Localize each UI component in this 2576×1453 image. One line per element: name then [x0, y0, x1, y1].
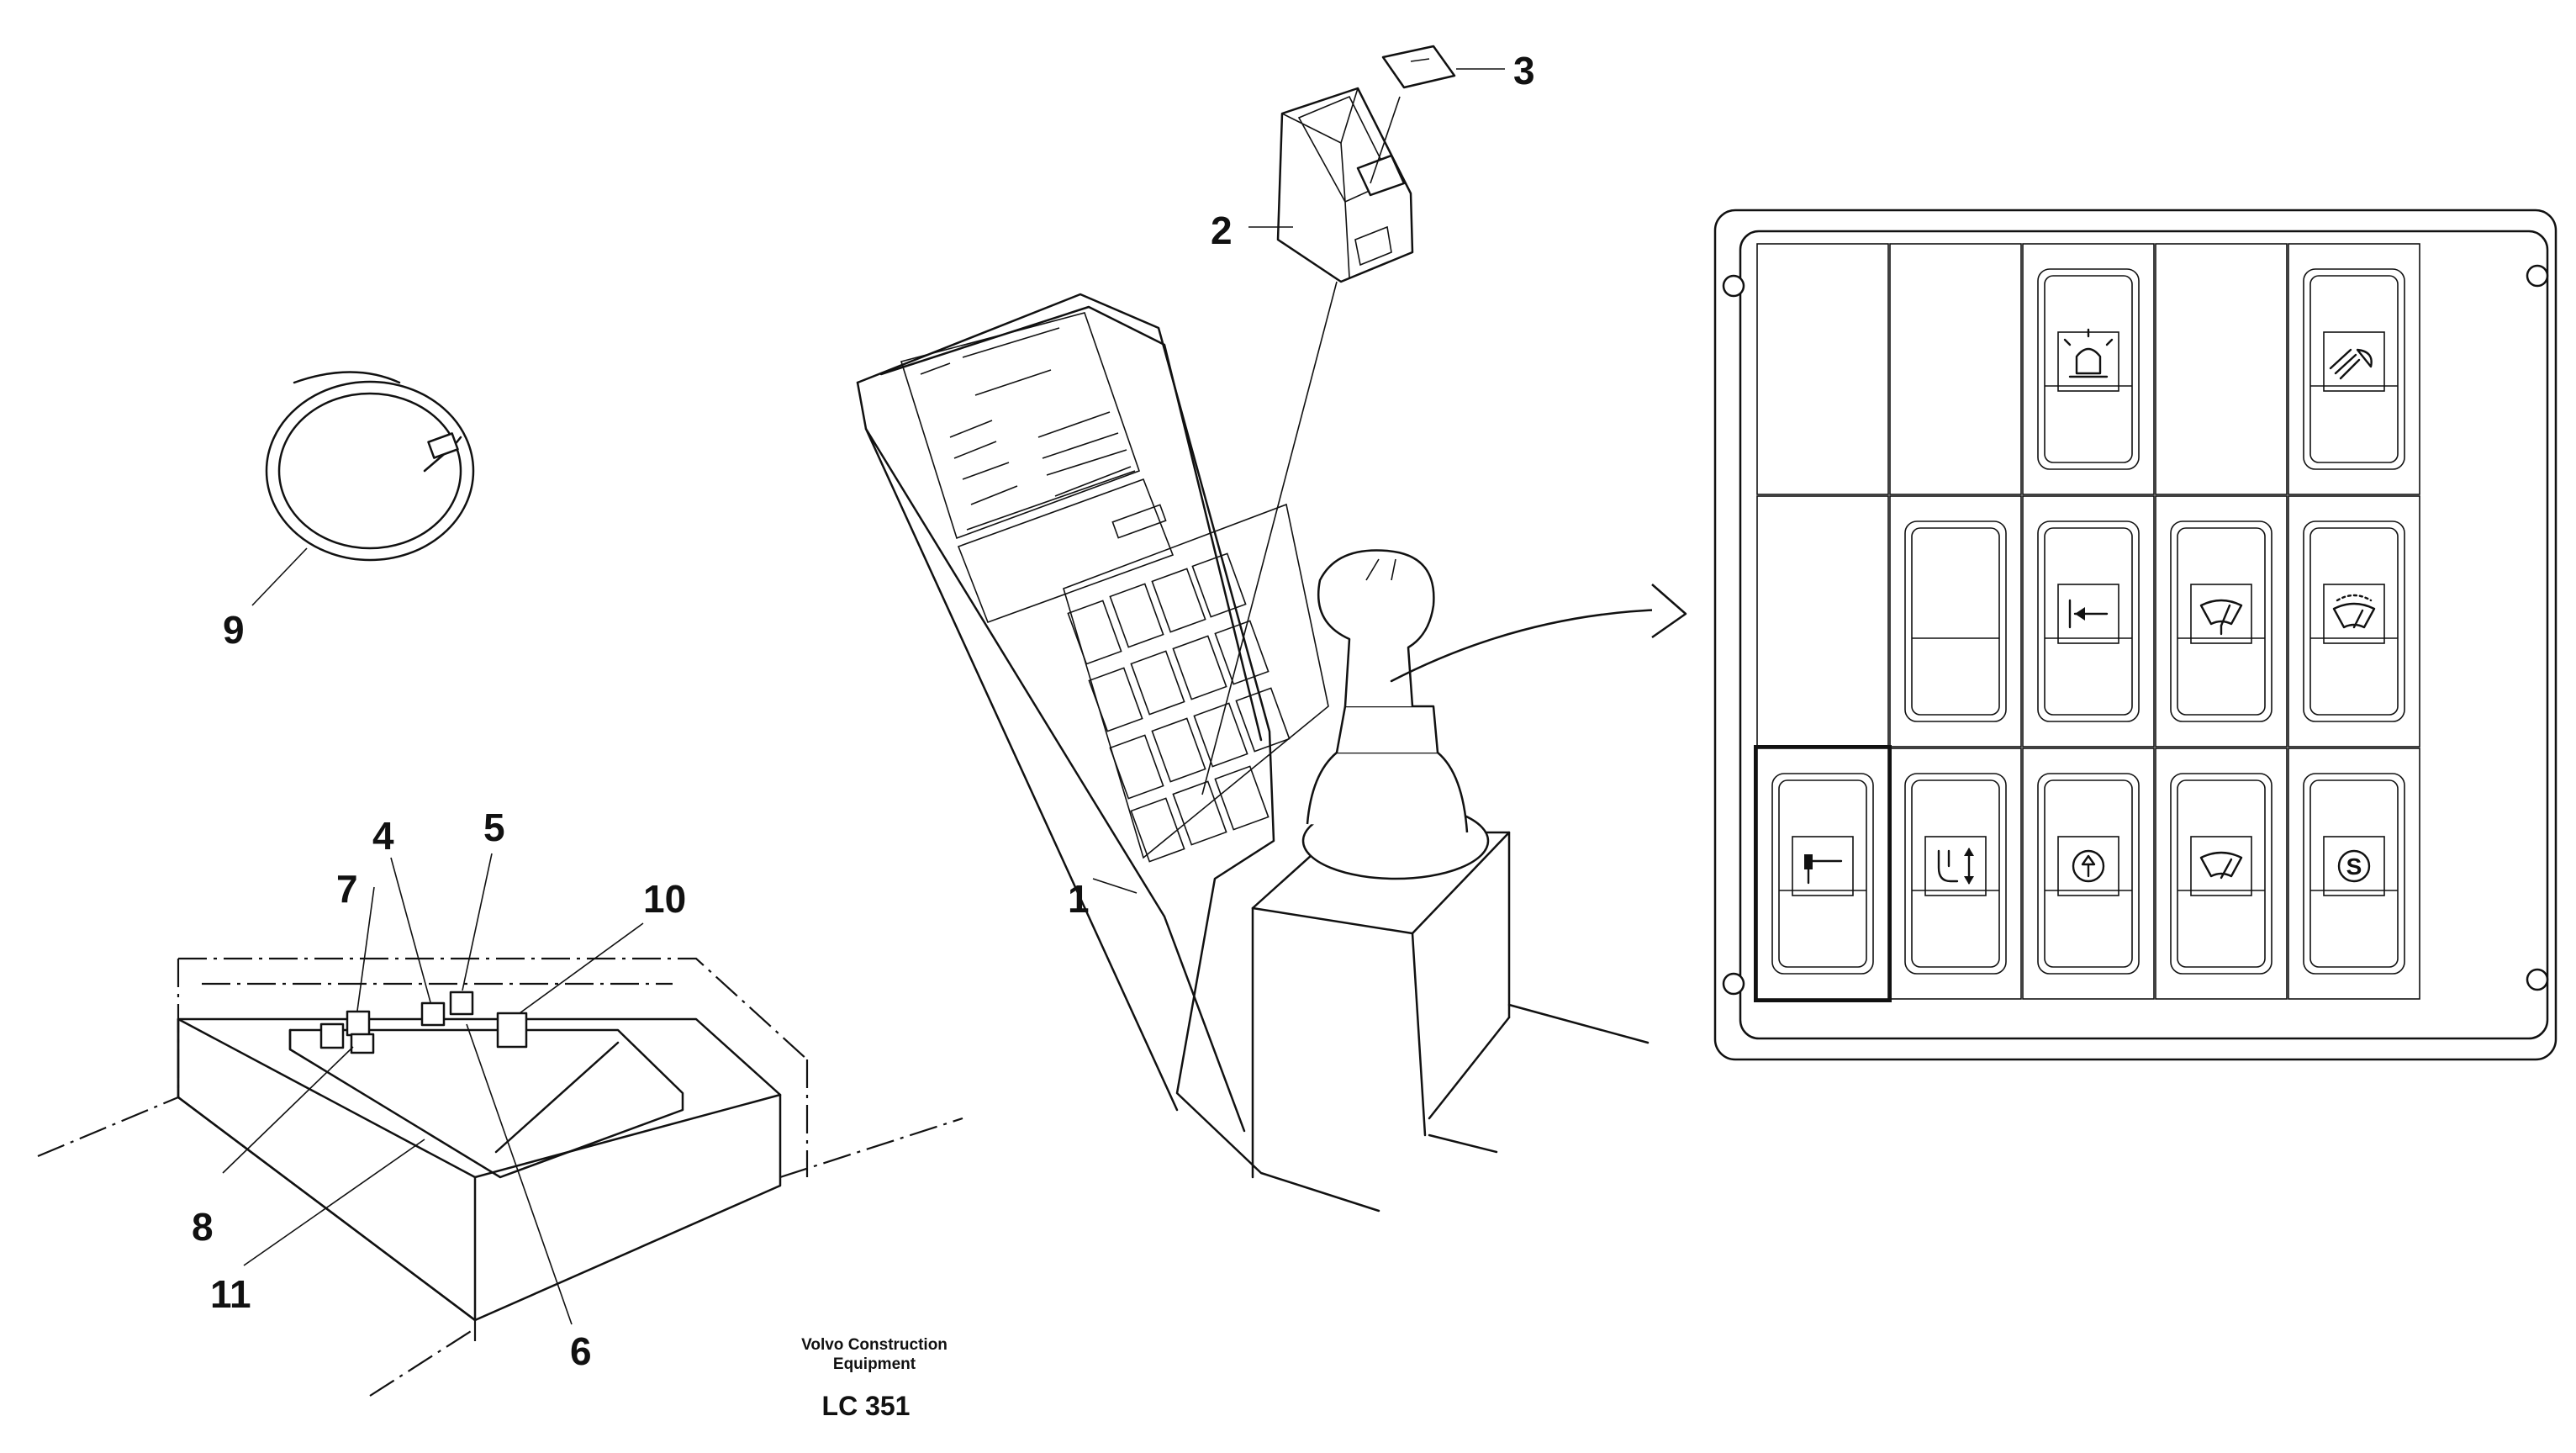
- panel-cell-frame: [1889, 748, 2022, 1000]
- beacon-light-icon: [2063, 328, 2114, 378]
- panel-cell-frame: [1756, 243, 1889, 495]
- rocker-switch-body: [2170, 773, 2272, 975]
- wiper-intermittent-icon: [2199, 851, 2243, 880]
- panel-cell-frame: [1889, 495, 2022, 748]
- panel-cell-frame: [1756, 495, 1889, 748]
- callout-8: 8: [192, 1205, 214, 1249]
- cable-tie-drawing: [251, 371, 475, 606]
- panel-cell-frame: [2022, 243, 2155, 495]
- panel-cell-quick-coupler-icon: [1889, 748, 2022, 1000]
- panel-cell-blank: [1889, 243, 2022, 495]
- washer-wiper-icon: [2332, 594, 2376, 629]
- panel-cell-frame: [2155, 495, 2288, 748]
- relay-box-drawing: [37, 853, 963, 1397]
- panel-cell-blank: [1756, 243, 1889, 495]
- panel-cell-frame: [2022, 495, 2155, 748]
- panel-cell-empty-switch: [1889, 495, 2022, 748]
- callout-11: 11: [210, 1272, 251, 1316]
- panel-cell-s-mode-icon: S: [2288, 748, 2420, 1000]
- panel-cell-work-light-icon: [2288, 243, 2420, 495]
- highlighted-cell-outline: [1754, 745, 1892, 1002]
- console-switch-grid: [1063, 503, 1329, 863]
- panel-cell-frame: [2155, 243, 2288, 495]
- rocker-switch-body: [1771, 773, 1874, 975]
- rocker-switch-body: [2037, 520, 2140, 722]
- rocker-switch-drawing: [1092, 45, 1505, 894]
- panel-cell-frame: [2022, 748, 2155, 1000]
- console-drawing: [856, 293, 1687, 1213]
- panel-cell-frame: [2288, 748, 2420, 1000]
- s-mode-icon: S: [2337, 849, 2371, 883]
- work-light-icon: [2329, 348, 2373, 380]
- s-mode-letter: S: [2346, 853, 2362, 880]
- callout-5: 5: [483, 806, 505, 849]
- panel-cell-pressure-icon: [2022, 748, 2155, 1000]
- panel-cell-wiper-icon: [2155, 495, 2288, 748]
- rocker-switch-body: [2037, 268, 2140, 470]
- panel-cell-frame: [2288, 243, 2420, 495]
- callout-7: 7: [336, 867, 358, 911]
- company-name-line2: Equipment: [833, 1355, 916, 1373]
- panel-cell-washer-wiper-icon: [2288, 495, 2420, 748]
- console-display-marks: [920, 327, 1167, 539]
- drawing-code: LC 351: [822, 1391, 911, 1421]
- rocker-switch-body: [2170, 520, 2272, 722]
- switch-panel-detail: S: [1713, 209, 2558, 1061]
- wiper-icon: [2199, 599, 2243, 636]
- callout-10: 10: [643, 877, 686, 921]
- panel-cell-hammer-icon: [1756, 748, 1889, 1000]
- hammer-icon: [1804, 854, 1843, 885]
- callout-2: 2: [1211, 209, 1233, 252]
- rocker-switch-body: [1904, 773, 2007, 975]
- rocker-switch-body: [2037, 773, 2140, 975]
- panel-cell-blank: [1756, 495, 1889, 748]
- rocker-switch-body: [2303, 520, 2405, 722]
- panel-cell-beacon-light-icon: [2022, 243, 2155, 495]
- company-name-line1: Volvo Construction: [801, 1336, 948, 1354]
- panel-cell-blank: [2155, 243, 2288, 495]
- panel-cell-frame: [1756, 748, 1889, 1000]
- arrow-left-icon: [2068, 599, 2109, 629]
- rocker-switch-body: [1904, 520, 2007, 722]
- callout-3: 3: [1513, 49, 1535, 92]
- quick-coupler-icon: [1937, 848, 1974, 885]
- callout-1: 1: [1068, 877, 1090, 921]
- pressure-icon: [2072, 849, 2105, 883]
- panel-cell-wiper-intermittent-icon: [2155, 748, 2288, 1000]
- callout-4: 4: [372, 814, 394, 858]
- panel-cell-arrow-left-icon: [2022, 495, 2155, 748]
- callout-9: 9: [223, 608, 245, 652]
- panel-cell-frame: [1889, 243, 2022, 495]
- panel-cell-frame: [2155, 748, 2288, 1000]
- rocker-switch-body: [2303, 773, 2405, 975]
- panel-cell-frame: [2288, 495, 2420, 748]
- rocker-switch-body: [2303, 268, 2405, 470]
- callout-6: 6: [570, 1329, 592, 1373]
